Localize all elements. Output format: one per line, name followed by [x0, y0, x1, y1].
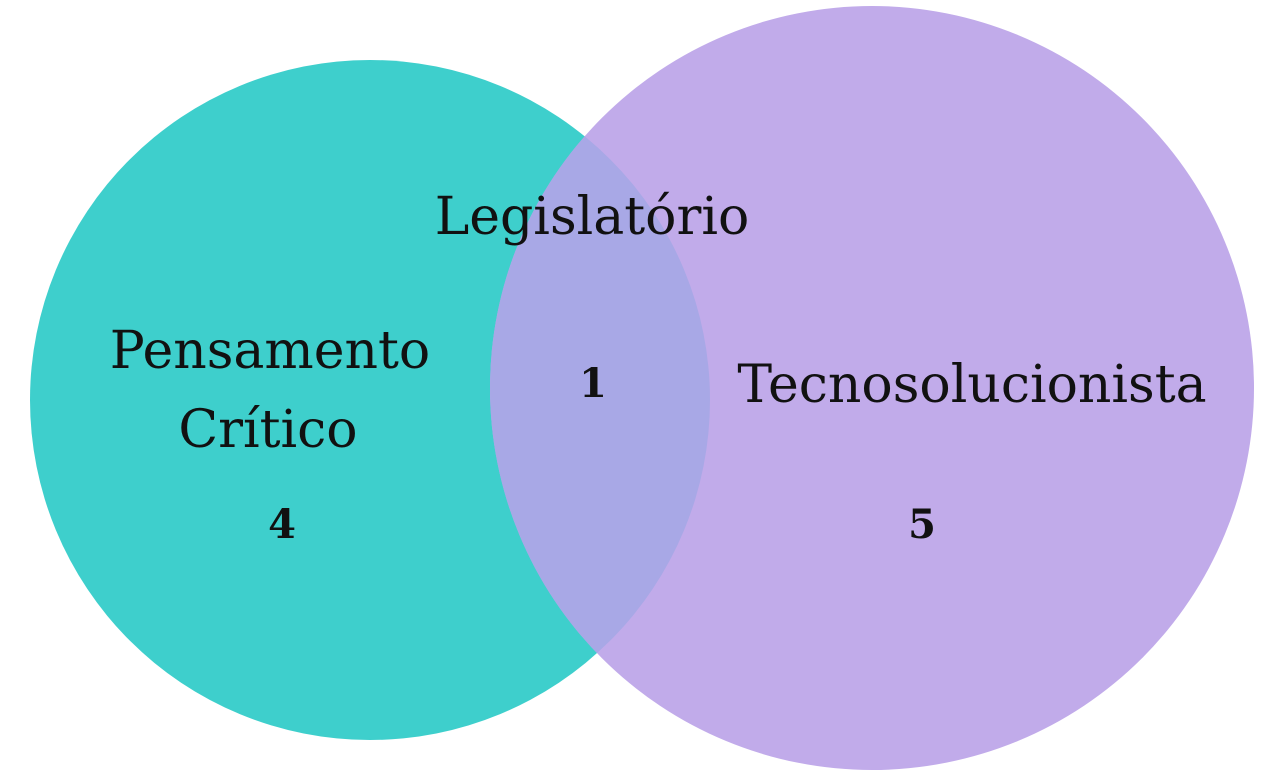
label-legislatorio: Legislatório [435, 187, 750, 247]
count-tecnosolucionista: 5 [908, 501, 936, 548]
label-pensamento-line1: Pensamento [110, 321, 430, 381]
count-pensamento-critico: 4 [268, 501, 296, 548]
label-tecnosolucionista: Tecnosolucionista [737, 355, 1206, 415]
label-pensamento-line2: Crítico [178, 400, 357, 460]
circle-tecnosolucionista [490, 6, 1254, 770]
count-legislatorio: 1 [579, 360, 607, 407]
